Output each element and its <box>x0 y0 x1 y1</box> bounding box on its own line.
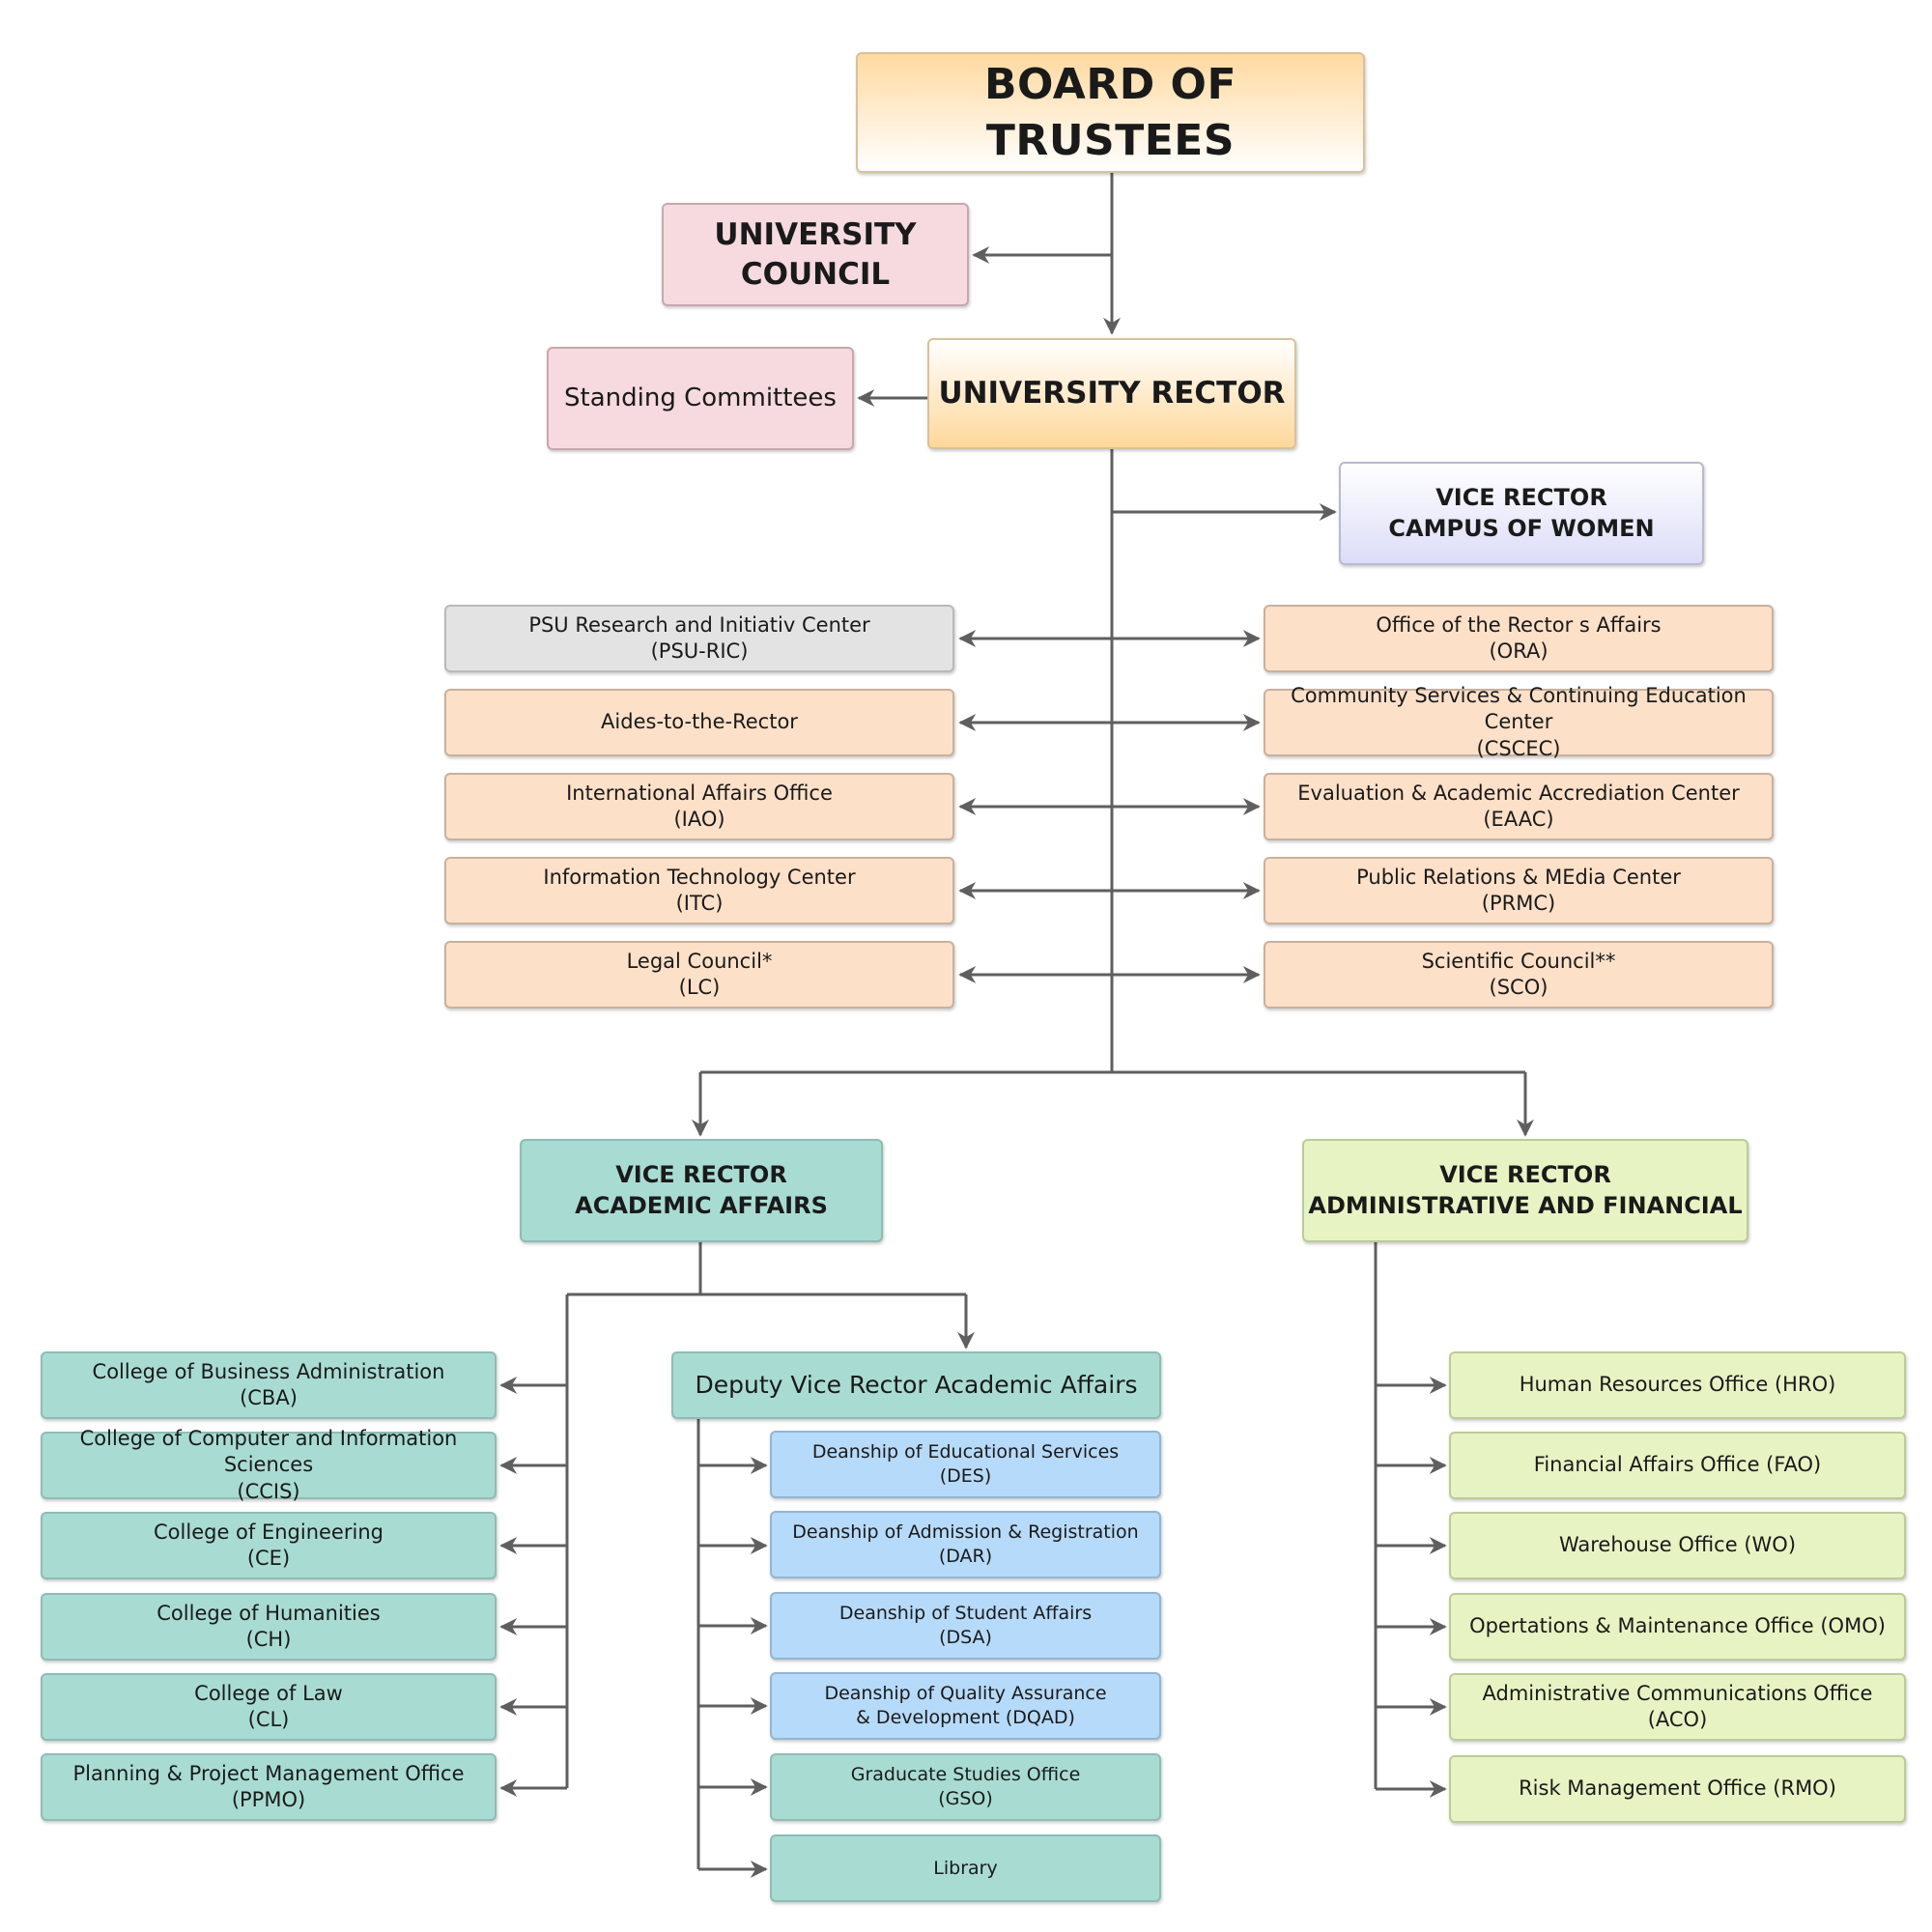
college-college-of-business-administration: College of Business Administration (CBA) <box>41 1351 497 1419</box>
unit-aides-to-the-rector: Aides-to-the-Rector <box>444 689 954 756</box>
deanship-deanship-of-admission-registration: Deanship of Admission & Registration(DAR… <box>770 1511 1161 1578</box>
college-college-of-law-line2: (CL) <box>247 1708 290 1731</box>
unit-information-technology-center-line2: (ITC) <box>675 892 724 915</box>
deanship-graducate-studies-office-line1: Graducate Studies Office <box>850 1764 1081 1786</box>
deputy-vice-rector-title: Deputy Vice Rector Academic Affairs <box>695 1370 1138 1399</box>
deanship-deanship-of-student-affairs: Deanship of Student Affairs(DSA) <box>770 1592 1161 1660</box>
unit-international-affairs-office-line1: International Affairs Office <box>566 781 833 805</box>
unit-aides-to-the-rector-line1: Aides-to-the-Rector <box>601 710 798 734</box>
vice-rector-women-line2: CAMPUS OF WOMEN <box>1388 514 1655 542</box>
college-planning-project-management-office-line2: (PPMO) <box>231 1788 306 1811</box>
office-administrative-communications-office-aco: Administrative Communications Office (AC… <box>1449 1673 1906 1741</box>
board-of-trustees-box: BOARD OF TRUSTEES <box>856 52 1365 173</box>
unit-scientific-council-line2: (SCO) <box>1489 976 1548 999</box>
college-college-of-business-administration-line1: College of Business Administration <box>92 1359 445 1383</box>
college-college-of-engineering-line2: (CE) <box>246 1547 291 1570</box>
office-human-resources-office-hro: Human Resources Office (HRO) <box>1449 1351 1906 1419</box>
deputy-vice-rector-box: Deputy Vice Rector Academic Affairs <box>671 1351 1161 1419</box>
board-of-trustees-title: BOARD OF TRUSTEES <box>984 60 1236 165</box>
unit-international-affairs-office-line2: (IAO) <box>673 808 725 831</box>
deanship-deanship-of-student-affairs-line2: (DSA) <box>939 1627 992 1648</box>
college-college-of-humanities: College of Humanities (CH) <box>41 1593 497 1661</box>
college-college-of-law-line1: College of Law <box>194 1681 343 1705</box>
deanship-deanship-of-educational-services: Deanship of Educational Services(DES) <box>770 1431 1161 1498</box>
university-rector-box: UNIVERSITY RECTOR <box>927 338 1296 449</box>
vice-rector-women-box: VICE RECTOR CAMPUS OF WOMEN <box>1339 462 1704 565</box>
office-opertations-maintenance-office-omo: Opertations & Maintenance Office (OMO) <box>1449 1593 1906 1661</box>
office-risk-management-office-rmo-line1: Risk Management Office (RMO) <box>1519 1776 1836 1801</box>
office-opertations-maintenance-office-omo-line1: Opertations & Maintenance Office (OMO) <box>1469 1614 1886 1638</box>
unit-evaluation-academic-accrediation-center-line1: Evaluation & Academic Accrediation Cente… <box>1297 781 1740 805</box>
unit-community-services-continuing-education-center: Community Services & Continuing Educatio… <box>1264 684 1774 760</box>
deanship-library-line1: Library <box>933 1857 998 1879</box>
unit-community-services-continuing-education-center-line2: (CSCEC) <box>1476 736 1561 760</box>
office-financial-affairs-office-fao: Financial Affairs Office (FAO) <box>1449 1432 1906 1499</box>
deanship-deanship-of-admission-registration-line1: Deanship of Admission & Registration <box>792 1521 1139 1544</box>
office-human-resources-office-hro-line1: Human Resources Office (HRO) <box>1519 1373 1836 1397</box>
deanship-deanship-of-educational-services-line1: Deanship of Educational Services <box>811 1441 1120 1463</box>
deanship-deanship-of-student-affairs-line1: Deanship of Student Affairs <box>838 1603 1093 1625</box>
unit-office-of-the-rector-s-affairs: Office of the Rector s Affairs(ORA) <box>1264 605 1774 672</box>
unit-evaluation-academic-accrediation-center-line2: (EAAC) <box>1483 808 1554 831</box>
standing-committees-box: Standing Committees <box>547 347 854 450</box>
office-warehouse-office-wo: Warehouse Office (WO) <box>1449 1512 1906 1579</box>
unit-office-of-the-rector-s-affairs-line1: Office of the Rector s Affairs <box>1376 612 1662 637</box>
vice-rector-admin-line1: VICE RECTOR <box>1439 1161 1611 1189</box>
college-college-of-computer-and-information-sciences: College of Computer and Information Scie… <box>41 1427 497 1503</box>
unit-legal-council-line2: (LC) <box>678 976 721 999</box>
unit-community-services-continuing-education-center-line1: Community Services & Continuing Educatio… <box>1291 684 1747 734</box>
college-college-of-business-administration-line2: (CBA) <box>240 1386 298 1409</box>
university-council-box: UNIVERSITY COUNCIL <box>662 203 969 306</box>
unit-public-relations-media-center: Public Relations & MEdia Center (PRMC) <box>1264 857 1774 924</box>
unit-scientific-council-line1: Scientific Council** <box>1421 949 1616 973</box>
deanship-library: Library <box>770 1834 1161 1902</box>
unit-public-relations-media-center-line2: (PRMC) <box>1481 892 1556 915</box>
deanship-deanship-of-admission-registration-line2: (DAR) <box>938 1546 993 1567</box>
vice-rector-women-line1: VICE RECTOR <box>1435 484 1607 512</box>
unit-legal-council-line1: Legal Council* <box>626 949 773 973</box>
college-planning-project-management-office: Planning & Project Management Office (PPM… <box>41 1753 497 1821</box>
vice-rector-admin-box: VICE RECTOR ADMINISTRATIVE AND FINANCIAL <box>1302 1139 1748 1242</box>
deanship-deanship-of-quality-assurance-line1: Deanship of Quality Assurance <box>824 1683 1107 1705</box>
college-college-of-computer-and-information-sciences-line2: (CCIS) <box>237 1479 300 1503</box>
college-college-of-computer-and-information-sciences-line1: College of Computer and Information Scie… <box>79 1427 458 1477</box>
office-risk-management-office-rmo: Risk Management Office (RMO) <box>1449 1755 1906 1823</box>
office-financial-affairs-office-fao-line1: Financial Affairs Office (FAO) <box>1533 1453 1822 1477</box>
college-college-of-humanities-line1: College of Humanities <box>156 1601 381 1625</box>
university-council-title: UNIVERSITY COUNCIL <box>714 217 917 292</box>
unit-public-relations-media-center-line1: Public Relations & MEdia Center <box>1356 865 1681 889</box>
college-college-of-engineering: College of Engineering (CE) <box>41 1512 497 1579</box>
college-planning-project-management-office-line1: Planning & Project Management Office <box>72 1761 465 1785</box>
college-college-of-law: College of Law (CL) <box>41 1673 497 1741</box>
office-administrative-communications-office-aco-line1: Administrative Communications Office (AC… <box>1482 1681 1873 1731</box>
college-college-of-humanities-line2: (CH) <box>245 1628 292 1651</box>
office-warehouse-office-wo-line1: Warehouse Office (WO) <box>1558 1533 1797 1557</box>
deanship-deanship-of-quality-assurance: Deanship of Quality Assurance& Developme… <box>770 1672 1161 1740</box>
vice-rector-academic-line2: ACADEMIC AFFAIRS <box>575 1191 828 1219</box>
standing-committees-title: Standing Committees <box>564 383 837 412</box>
college-college-of-engineering-line1: College of Engineering <box>154 1520 384 1544</box>
unit-office-of-the-rector-s-affairs-line2: (ORA) <box>1489 639 1548 663</box>
unit-information-technology-center: Information Technology Center (ITC) <box>444 857 954 924</box>
unit-information-technology-center-line1: Information Technology Center <box>543 865 856 889</box>
university-rector-title: UNIVERSITY RECTOR <box>938 376 1286 412</box>
unit-psu-research-and-initiativ-center-line2: (PSU-RIC) <box>650 639 749 663</box>
unit-psu-research-and-initiativ-center: PSU Research and Initiativ Center(PSU-RI… <box>444 605 954 672</box>
deanship-deanship-of-educational-services-line2: (DES) <box>939 1465 992 1487</box>
vice-rector-academic-box: VICE RECTOR ACADEMIC AFFAIRS <box>520 1139 883 1242</box>
vice-rector-academic-line1: VICE RECTOR <box>615 1161 787 1189</box>
deanship-graducate-studies-office-line2: (GSO) <box>938 1788 993 1809</box>
deanship-graducate-studies-office: Graducate Studies Office(GSO) <box>770 1753 1161 1821</box>
unit-scientific-council: Scientific Council** (SCO) <box>1264 941 1774 1009</box>
unit-legal-council: Legal Council* (LC) <box>444 941 954 1009</box>
deanship-deanship-of-quality-assurance-line2: & Development (DQAD) <box>856 1707 1075 1728</box>
unit-international-affairs-office: International Affairs Office (IAO) <box>444 773 954 840</box>
vice-rector-admin-line2: ADMINISTRATIVE AND FINANCIAL <box>1308 1191 1743 1219</box>
unit-psu-research-and-initiativ-center-line1: PSU Research and Initiativ Center <box>528 612 870 637</box>
unit-evaluation-academic-accrediation-center: Evaluation & Academic Accrediation Cente… <box>1264 773 1774 840</box>
